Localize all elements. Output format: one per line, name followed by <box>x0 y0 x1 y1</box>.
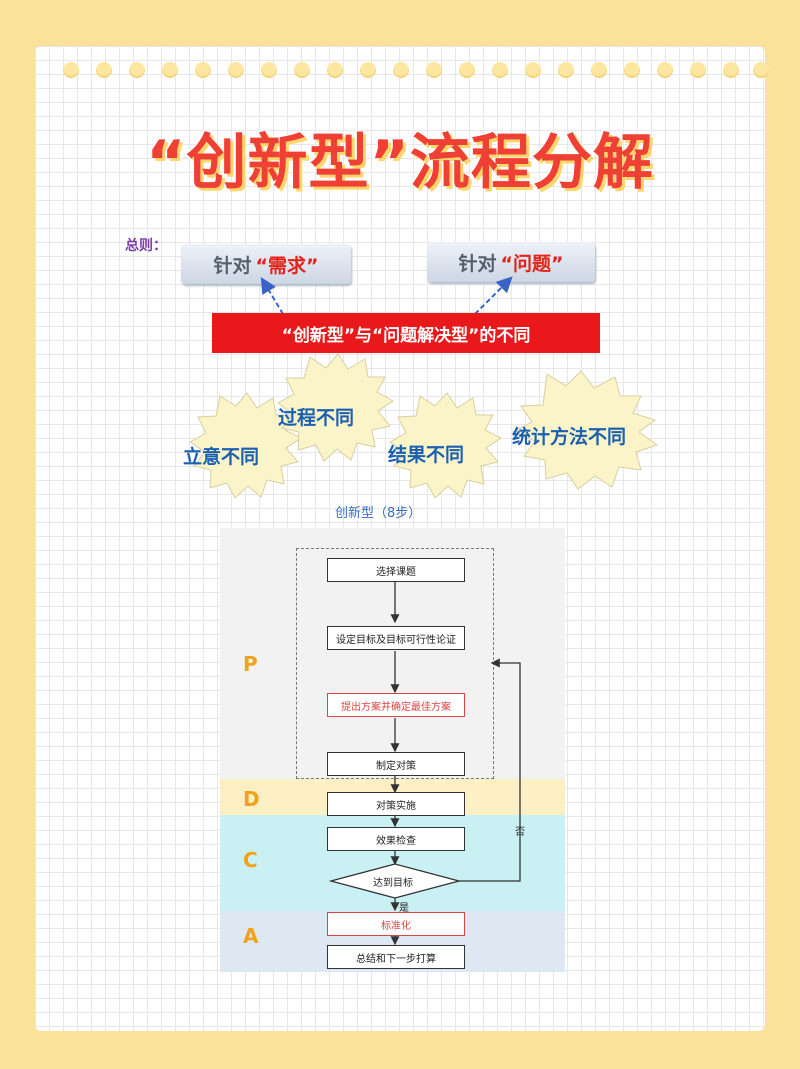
problem-target-box: 针对 “问题” <box>427 242 595 282</box>
decorative-dots <box>63 60 769 82</box>
step-set-target: 设定目标及目标可行性论证 <box>327 626 465 650</box>
burst-statistics-label: 统计方法不同 <box>512 426 627 448</box>
no-label: 否 <box>515 827 525 838</box>
need-highlight: “需求” <box>255 254 319 277</box>
problem-highlight: “问题” <box>500 252 564 275</box>
burst-result <box>389 392 502 499</box>
phase-c-label: C <box>243 848 258 872</box>
page-title: “创新型”流程分解 <box>146 128 654 198</box>
phase-d-label: D <box>243 787 260 811</box>
step-summary: 总结和下一步打算 <box>327 945 465 969</box>
burst-intent <box>189 392 302 499</box>
step-implement: 对策实施 <box>327 792 465 816</box>
feedback-loop <box>459 658 521 882</box>
need-prefix: 针对 <box>213 254 252 277</box>
yes-label: 是 <box>399 903 409 914</box>
step-propose-plan: 提出方案并确定最佳方案 <box>327 693 465 717</box>
phase-p-label: P <box>243 652 258 676</box>
step-make-countermeasure: 制定对策 <box>327 752 465 776</box>
flowchart-connectors <box>328 582 521 946</box>
burst-process <box>277 353 394 462</box>
burst-intent-label: 立意不同 <box>183 446 260 468</box>
step-standardize: 标准化 <box>327 912 465 936</box>
step-check-effect: 效果检查 <box>327 827 465 851</box>
decision-label: 达到目标 <box>373 878 413 889</box>
connector-arrows <box>260 276 513 315</box>
starburst-layer <box>189 353 659 499</box>
principle-label: 总则： <box>125 238 167 254</box>
difference-banner: “创新型”与“问题解决型”的不同 <box>212 313 600 353</box>
burst-result-label: 结果不同 <box>388 444 465 466</box>
step-select-topic: 选择课题 <box>327 558 465 582</box>
phase-a-label: A <box>243 924 259 948</box>
burst-statistics <box>511 370 659 490</box>
content-card: “创新型”流程分解 总则： 针对 “需求” 针对 “问题” “创新型”与“问题解… <box>35 46 769 1031</box>
problem-prefix: 针对 <box>458 252 497 275</box>
need-arrow <box>260 277 284 315</box>
flowchart-title: 创新型（8步） <box>335 506 422 521</box>
burst-process-label: 过程不同 <box>278 407 355 429</box>
